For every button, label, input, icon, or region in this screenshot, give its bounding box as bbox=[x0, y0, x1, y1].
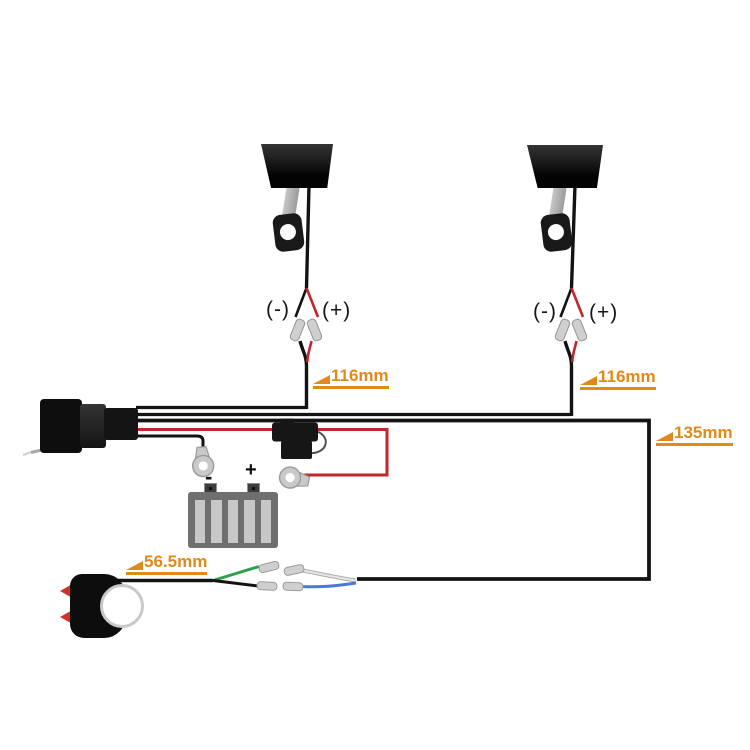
dimension-light1-text: 116mm bbox=[331, 366, 389, 385]
battery-pos-label: + bbox=[245, 459, 257, 481]
battery-cell bbox=[227, 500, 239, 543]
light2-mount-bracket bbox=[539, 212, 574, 253]
wire-light2-neg bbox=[559, 287, 573, 318]
light1-neg-label: (-) bbox=[266, 298, 290, 321]
bullet-connector bbox=[256, 581, 278, 591]
wire-ground bbox=[136, 434, 205, 453]
dimension-light2: 116mm bbox=[580, 368, 656, 390]
dimension-arrow-icon bbox=[580, 376, 597, 385]
dimension-light2-text: 116mm bbox=[598, 367, 656, 386]
dimension-switch-lead: 56.5mm bbox=[126, 552, 208, 575]
wire-light1-neg bbox=[294, 287, 308, 318]
relay-connector-mid bbox=[80, 404, 106, 448]
spade-connector bbox=[306, 318, 323, 342]
dimension-main-harness: 135mm bbox=[656, 424, 733, 446]
wire-main-run bbox=[136, 418, 651, 581]
dimension-arrow-icon bbox=[126, 561, 143, 570]
dimension-light1: 116mm bbox=[313, 367, 389, 389]
wire-white bbox=[301, 569, 357, 582]
bullet-connector bbox=[283, 564, 305, 576]
fuse-holder-body bbox=[281, 441, 312, 459]
relay-connector-housing bbox=[104, 408, 138, 440]
battery-cell bbox=[244, 500, 255, 543]
wire-light1-down bbox=[298, 340, 309, 409]
wire-green bbox=[212, 565, 260, 582]
battery-cell bbox=[195, 500, 206, 543]
battery-cell bbox=[211, 500, 222, 543]
fuse-holder-top bbox=[272, 422, 318, 442]
light1-mount-bracket bbox=[271, 212, 306, 253]
relay-block bbox=[40, 399, 82, 453]
switch-clamp-ring bbox=[100, 584, 144, 628]
light2-bracket-hole bbox=[547, 223, 565, 241]
light1-bracket-hole bbox=[279, 223, 297, 241]
dimension-switch-lead-text: 56.5mm bbox=[144, 552, 208, 571]
wire-light2-down bbox=[563, 340, 574, 416]
spade-connector bbox=[289, 318, 306, 342]
dimension-arrow-icon bbox=[656, 432, 673, 441]
wire-light1-down-red bbox=[306, 340, 313, 363]
wire-light2-down-red bbox=[571, 340, 578, 363]
bullet-connector bbox=[282, 581, 304, 592]
fog-light-2 bbox=[527, 145, 603, 188]
light2-pos-label: (+) bbox=[589, 301, 619, 324]
dimension-arrow-icon bbox=[313, 375, 330, 384]
wire-switch-black bbox=[212, 579, 259, 588]
ring-terminal-positive bbox=[278, 466, 311, 489]
wire-light2-pos bbox=[570, 287, 585, 318]
battery bbox=[188, 492, 278, 548]
wire-red-power bbox=[136, 428, 389, 477]
wire-light1-lead bbox=[304, 184, 311, 289]
wire-blue bbox=[300, 581, 357, 589]
battery-cell bbox=[260, 500, 272, 543]
wire-light1-pos bbox=[305, 287, 320, 318]
spade-connector bbox=[554, 318, 571, 342]
wire-light2-lead bbox=[569, 184, 577, 289]
spade-connector bbox=[571, 318, 588, 342]
bullet-connector bbox=[258, 560, 280, 574]
dimension-main-harness-text: 135mm bbox=[674, 423, 733, 442]
light2-neg-label: (-) bbox=[533, 300, 557, 323]
fog-light-1 bbox=[261, 144, 333, 188]
ring-terminal-negative bbox=[191, 446, 215, 478]
battery-neg-label: - bbox=[205, 464, 213, 489]
light1-pos-label: (+) bbox=[322, 299, 352, 322]
